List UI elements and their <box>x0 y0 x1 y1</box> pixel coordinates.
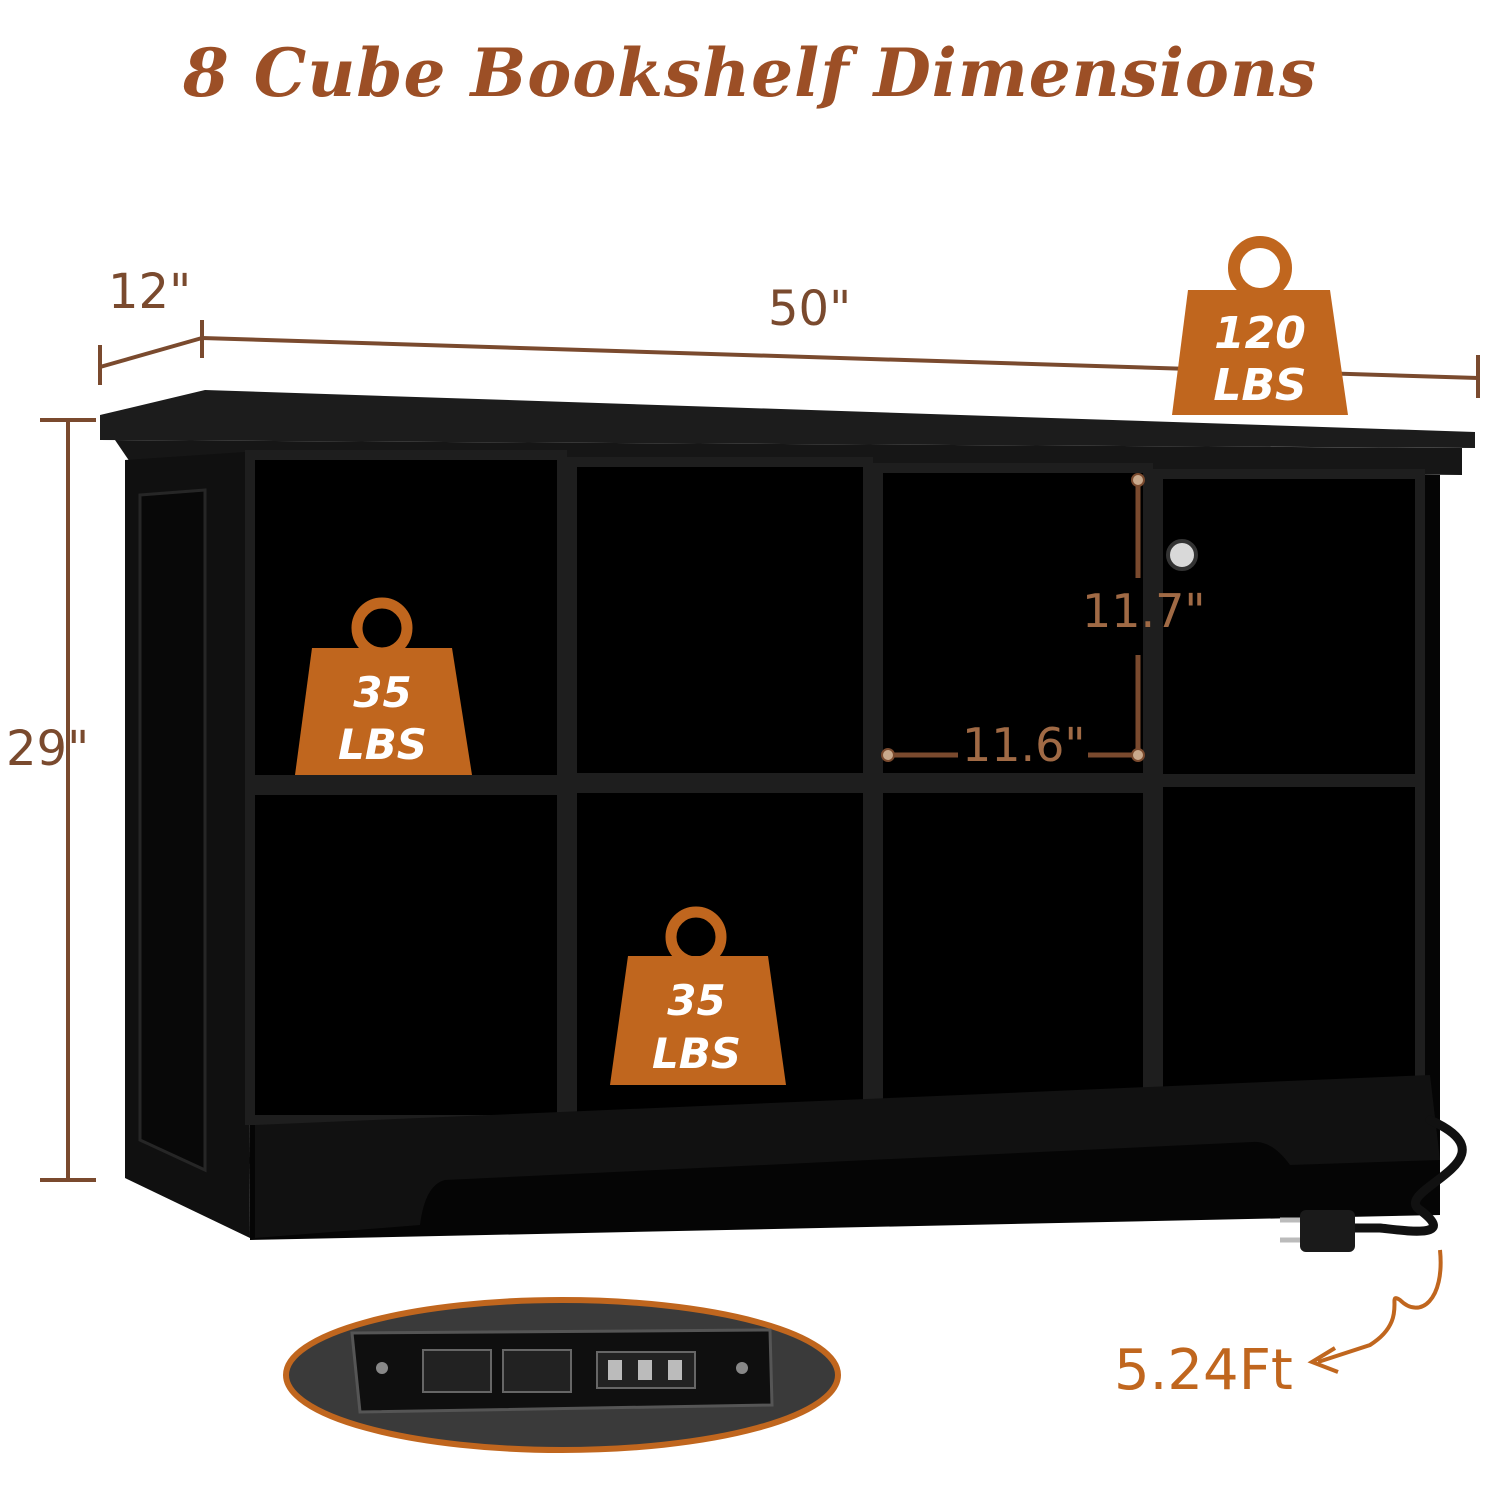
cord-length-label: 5.24Ft <box>1114 1338 1293 1403</box>
top-board <box>100 390 1475 448</box>
cord-length-arrow <box>1317 1249 1443 1364</box>
cube-cells <box>245 450 1425 1125</box>
power-strip-icon <box>283 1297 841 1453</box>
cube-width-label: 11.6" <box>962 718 1086 772</box>
cube-height-label: 11.7" <box>1082 584 1206 638</box>
height-label: 29" <box>6 721 90 777</box>
kettlebell-weight-icon-lower <box>610 906 786 1085</box>
kettlebell-weight-icon <box>1172 236 1348 415</box>
cube-dimension-lines <box>881 473 1145 762</box>
width-label: 50" <box>768 281 852 337</box>
page-title: 8 Cube Bookshelf Dimensions <box>182 34 1318 112</box>
power-cord <box>1350 1115 1467 1236</box>
side-panel-inset <box>138 488 207 1173</box>
bookshelf <box>100 390 1475 1252</box>
top-weight-unit: LBS <box>1213 360 1307 411</box>
outlet-1 <box>422 1349 492 1393</box>
kettlebell-weight-icon-upper <box>295 597 472 775</box>
cord-hole <box>1166 539 1198 571</box>
lower-shelf-weight-unit: LBS <box>651 1029 742 1078</box>
base-kick <box>255 1075 1440 1238</box>
top-weight-value: 120 <box>1214 308 1306 359</box>
depth-label: 12" <box>108 264 192 320</box>
upper-shelf-weight-value: 35 <box>353 668 412 717</box>
power-plug-icon <box>1280 1210 1355 1252</box>
depth-line <box>99 336 203 369</box>
upper-shelf-weight-unit: LBS <box>337 720 428 769</box>
lower-shelf-weight-value: 35 <box>667 976 726 1025</box>
outlet-2 <box>502 1349 572 1393</box>
